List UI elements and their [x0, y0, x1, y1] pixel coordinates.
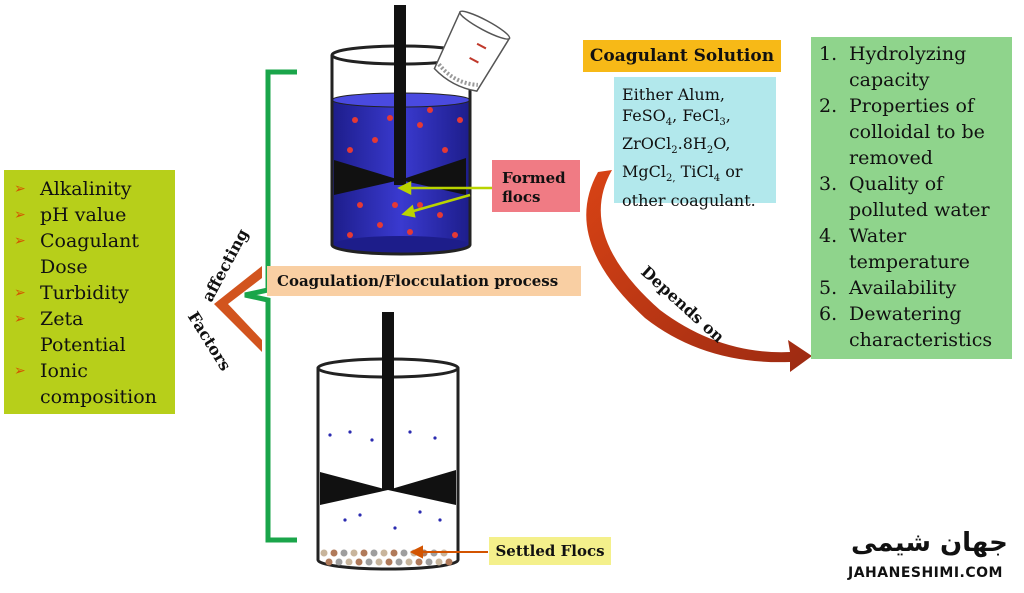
- arrow-bullet-icon: ➢: [14, 285, 26, 301]
- factor-item: ➢Ionic composition: [10, 358, 175, 410]
- floc-dot: [357, 202, 363, 208]
- floc-dot: [427, 107, 433, 113]
- settled-floc-dot: [395, 558, 403, 566]
- process-label: Coagulation/Flocculation process: [267, 266, 581, 296]
- coagulant-line: FeSO4, FeCl3,: [622, 106, 731, 129]
- floc-dot: [407, 229, 413, 235]
- pouring-beaker-icon: [433, 10, 511, 92]
- settled-floc-dot: [390, 549, 398, 557]
- settled-floc-dot: [385, 558, 393, 566]
- settled-floc-dot: [355, 558, 363, 566]
- settling-beaker: [316, 312, 460, 571]
- floc-dot: [347, 232, 353, 238]
- depends-item: 2.Properties of colloidal to be removed: [819, 95, 985, 169]
- floc-dot: [372, 137, 378, 143]
- settled-floc-dot: [375, 558, 383, 566]
- depends-factors-box: 1.Hydrolyzing capacity 2.Properties of c…: [811, 37, 1012, 359]
- coagulation-beaker: [330, 5, 472, 256]
- factors-list-box: ➢Alkalinity ➢pH value ➢Coagulant Dose ➢T…: [4, 170, 175, 414]
- arrow-bullet-icon: ➢: [14, 363, 26, 379]
- settled-floc-dot: [435, 558, 443, 566]
- coagulant-line: MgCl2, TiCl4 or: [622, 162, 743, 185]
- brand-logo-text: جهان شیمی: [851, 528, 1008, 558]
- arrow-bullet-icon: ➢: [14, 181, 26, 197]
- floc-dot: [442, 147, 448, 153]
- floc-dot: [377, 222, 383, 228]
- factor-item: ➢Turbidity: [10, 280, 175, 306]
- settled-floc-dot: [340, 549, 348, 557]
- floc-dot: [387, 115, 393, 121]
- coagulant-options-box: Either Alum, FeSO4, FeCl3, ZrOCl2.8H2O, …: [614, 77, 776, 210]
- settled-floc-dot: [330, 549, 338, 557]
- floc-dot: [457, 117, 463, 123]
- particle-dot: [343, 518, 347, 522]
- depends-item: 1.Hydrolyzing capacity: [819, 43, 967, 91]
- floc-dot: [452, 232, 458, 238]
- particle-dot: [370, 438, 374, 442]
- settled-floc-dot: [380, 549, 388, 557]
- settled-floc-dot: [345, 558, 353, 566]
- settled-pointer: [409, 545, 488, 559]
- settled-floc-dot: [325, 558, 333, 566]
- coagulant-prefix: Either Alum,: [622, 85, 725, 104]
- factors-chevron: [214, 266, 262, 352]
- particle-dot: [438, 518, 442, 522]
- particle-dot: [328, 433, 332, 437]
- settled-flocs-label: Settled Flocs: [489, 537, 611, 565]
- settled-floc-dot: [370, 549, 378, 557]
- coagulant-suffix: other coagulant.: [622, 190, 756, 210]
- particle-dot: [358, 513, 362, 517]
- coagulant-solution-label: Coagulant Solution: [583, 40, 781, 72]
- particle-dot: [418, 510, 422, 514]
- settled-floc-dot: [445, 558, 453, 566]
- coagulant-line: ZrOCl2.8H2O,: [622, 134, 731, 157]
- arrow-bullet-icon: ➢: [14, 207, 26, 223]
- floc-particles: [347, 107, 463, 238]
- particle-dot: [433, 436, 437, 440]
- settled-floc-dot: [405, 558, 413, 566]
- floc-dot: [347, 147, 353, 153]
- arrow-bullet-icon: ➢: [14, 233, 26, 249]
- settled-floc-dot: [335, 558, 343, 566]
- depends-item: 4.Water temperature: [819, 225, 970, 273]
- factor-item: ➢pH value: [10, 202, 175, 228]
- brand-logo-url: JAHANESHIMI.COM: [848, 565, 1003, 581]
- settled-floc-dot: [415, 558, 423, 566]
- settled-floc-dot: [350, 549, 358, 557]
- depends-item: 5.Availability: [819, 277, 957, 299]
- factors-bracket: [244, 69, 297, 543]
- factor-item: ➢Coagulant Dose: [10, 228, 175, 280]
- settled-floc-dot: [360, 549, 368, 557]
- factors-list: ➢Alkalinity ➢pH value ➢Coagulant Dose ➢T…: [10, 176, 175, 410]
- floc-dot: [437, 212, 443, 218]
- floc-dot: [417, 202, 423, 208]
- settled-floc-dot: [400, 549, 408, 557]
- settled-floc-dot: [365, 558, 373, 566]
- formed-flocs-label: Formed flocs: [492, 160, 580, 212]
- arrow-bullet-icon: ➢: [14, 311, 26, 327]
- floc-pointer: [397, 180, 492, 218]
- settled-floc-dot: [425, 558, 433, 566]
- floc-dot: [417, 122, 423, 128]
- particle-dot: [348, 430, 352, 434]
- factor-item: ➢Alkalinity: [10, 176, 175, 202]
- particle-dot: [408, 430, 412, 434]
- depends-item: 6.Dewatering characteristics: [819, 303, 993, 351]
- particle-dot: [393, 526, 397, 530]
- settled-floc-dot: [320, 549, 328, 557]
- floc-dot: [352, 117, 358, 123]
- depends-item: 3.Quality of polluted water: [819, 173, 990, 221]
- depends-factors-list: 1.Hydrolyzing capacity 2.Properties of c…: [819, 41, 1012, 353]
- floc-dot: [392, 202, 398, 208]
- factor-item: ➢Zeta Potential: [10, 306, 175, 358]
